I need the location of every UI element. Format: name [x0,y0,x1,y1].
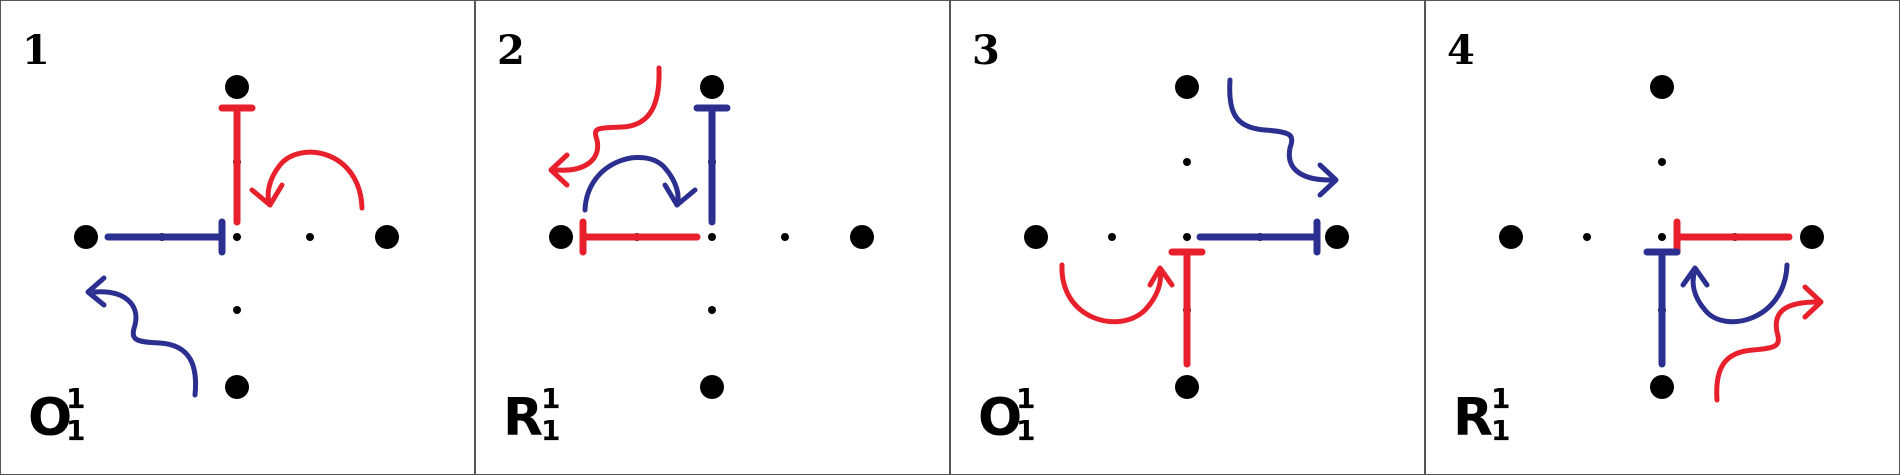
lattice-node-right [375,225,399,249]
midpoint-dot [781,233,789,241]
red-bar [579,218,701,256]
panel-2-label-letter: R [503,388,543,448]
lattice-dots [549,75,874,399]
blue-curved-arrow [582,155,698,213]
midpoint-dot [708,306,716,314]
lattice-node-top [700,75,724,99]
red-bar [1673,218,1793,256]
midpoint-dot [1108,233,1116,241]
blue-wavy-arrow [1227,77,1339,198]
panel-4-label-sub: 1 [1491,414,1510,447]
blue-bar [1196,218,1321,256]
panel-2: 2 [475,0,950,475]
panel-4: 4 [1425,0,1900,475]
lattice-node-right [1325,225,1349,249]
red-bar [1168,248,1206,368]
panel-2-figure: 2 [475,0,950,475]
panel-3-number: 3 [972,27,1000,74]
lattice-node-right [1800,225,1824,249]
center-dot [708,233,716,241]
blue-curved-arrow [1680,262,1790,325]
red-curved-arrow [249,149,365,211]
panel-3-figure: 3 [950,0,1425,475]
lattice-node-top [1175,75,1199,99]
panel-1-label-letter: O [28,388,72,448]
midpoint-dot [1658,158,1666,166]
midpoint-dot [306,233,314,241]
panel-3-label-sub: 1 [1016,414,1035,447]
panel-1: 1 [0,0,475,475]
lattice-node-bottom [1175,375,1199,399]
panel-3-label-sup: 1 [1016,382,1035,415]
lattice-node-right [850,225,874,249]
blue-wavy-arrow [85,275,199,398]
red-curved-arrow [1059,262,1175,325]
lattice-node-left [549,225,573,249]
blue-bar [693,104,731,226]
red-wavy-arrow [548,65,662,188]
panel-1-label-sup: 1 [66,382,85,415]
blue-bar [104,218,226,256]
red-wavy-arrow [1714,284,1824,403]
lattice-node-top [1650,75,1674,99]
center-dot [1658,233,1666,241]
panel-2-label-sub: 1 [541,414,560,447]
panel-4-label-sup: 1 [1491,382,1510,415]
panel-2-label-sup: 1 [541,382,560,415]
lattice-node-bottom [1650,375,1674,399]
midpoint-dot [1583,233,1591,241]
panel-1-number: 1 [22,27,50,74]
panel-1-figure: 1 [0,0,475,475]
center-dot [233,233,241,241]
panel-2-number: 2 [497,27,525,74]
panel-3: 3 [950,0,1425,475]
center-dot [1183,233,1191,241]
midpoint-dot [233,306,241,314]
blue-bar [1643,248,1681,368]
panel-4-label-letter: R [1453,388,1493,448]
lattice-node-left [1499,225,1523,249]
lattice-node-left [1024,225,1048,249]
panel-1-label-sub: 1 [66,414,85,447]
red-bar [218,104,256,226]
panel-4-figure: 4 [1425,0,1900,475]
panel-4-number: 4 [1447,27,1475,74]
lattice-node-bottom [700,375,724,399]
lattice-node-top [225,75,249,99]
midpoint-dot [1183,158,1191,166]
panel-3-label-letter: O [978,388,1022,448]
lattice-node-bottom [225,375,249,399]
lattice-node-left [74,225,98,249]
